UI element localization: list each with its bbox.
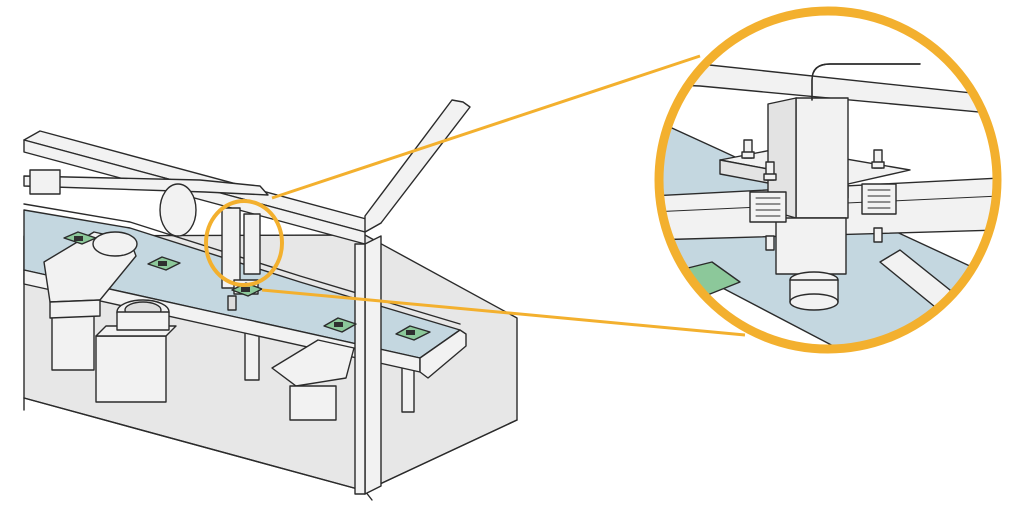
robot-arm-left (43, 231, 138, 371)
pcb-products (63, 231, 431, 341)
zoom-bolts (741, 139, 885, 251)
collection-bin (271, 339, 355, 421)
callout-line-bottom (261, 288, 746, 337)
frame-gantry (23, 99, 471, 495)
magnified-view (659, 11, 997, 349)
zoom-spring-right (861, 183, 897, 215)
zoom-spring-left (749, 191, 787, 223)
pcb-2 (147, 256, 181, 271)
source-highlight-circle (204, 199, 284, 287)
zoom-callout (204, 54, 746, 337)
zoom-actuator-body (795, 97, 849, 219)
callout-line-top (271, 54, 701, 200)
screw-station (221, 207, 261, 311)
gantry-heads (29, 169, 197, 237)
feeder-bowl (95, 299, 177, 403)
pcb-5 (395, 325, 431, 341)
magnifier-ring (654, 6, 1002, 354)
pcb-1 (63, 231, 97, 245)
front-post (364, 235, 382, 495)
pcb-4 (323, 317, 357, 333)
